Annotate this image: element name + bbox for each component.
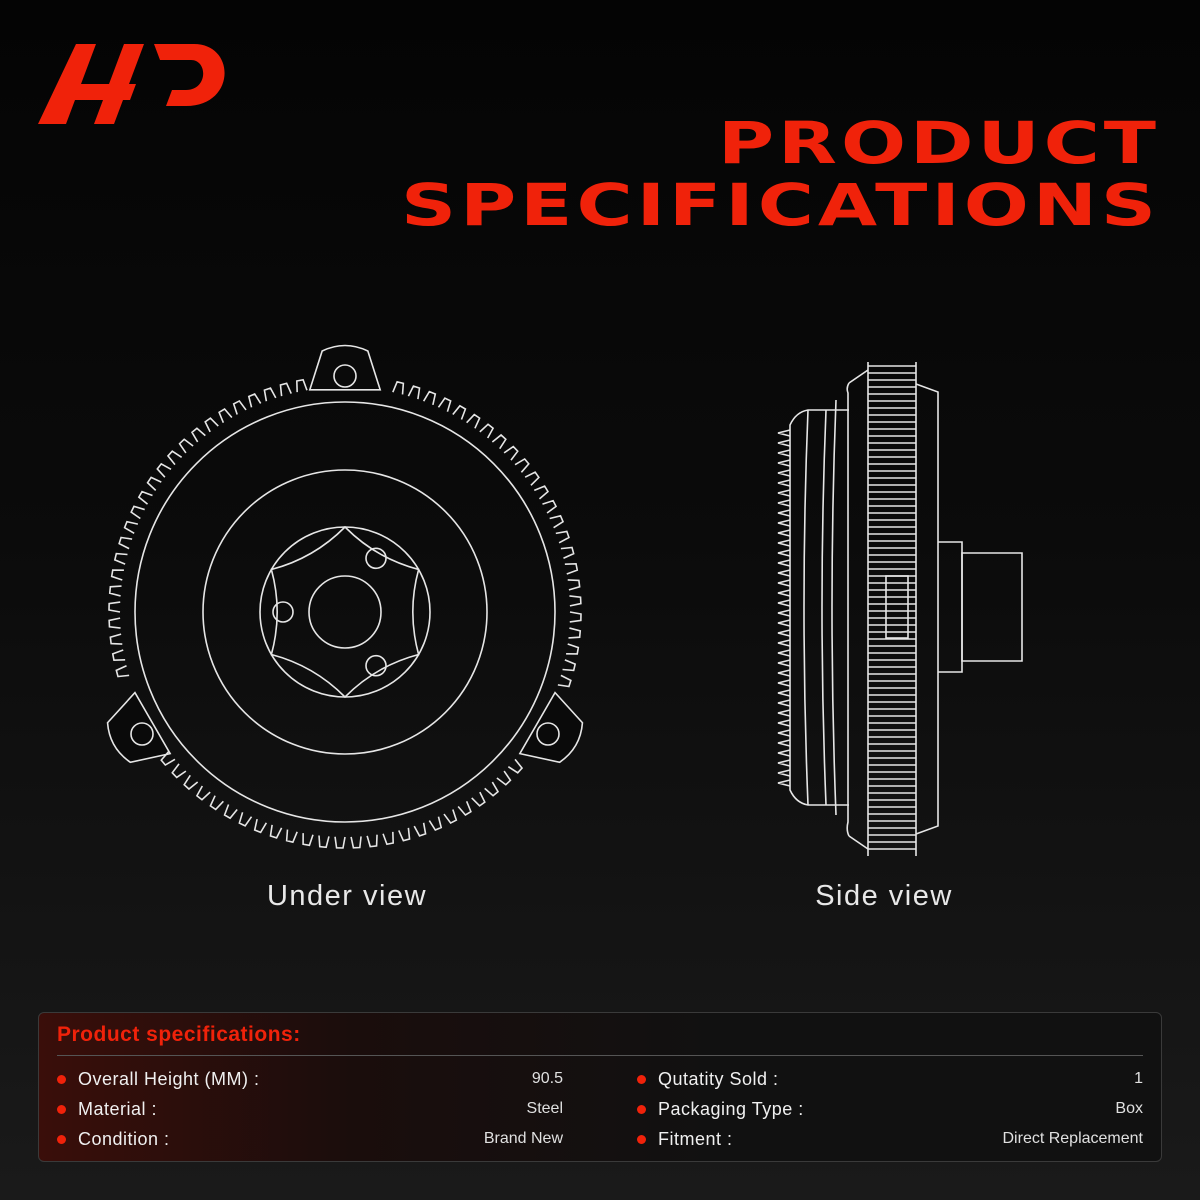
bolt-hole-icon	[365, 654, 387, 677]
spec-label: Packaging Type :	[658, 1098, 804, 1119]
spec-value: Brand New	[483, 1130, 563, 1147]
spec-row-packaging-type: Packaging Type : Box	[637, 1095, 1143, 1123]
ap-logo-icon	[38, 44, 225, 124]
spec-label: Overall Height (MM) :	[78, 1068, 260, 1089]
specifications-panel: Product specifications: Overall Height (…	[38, 1012, 1162, 1162]
flexplate-side-view-icon	[777, 362, 1023, 856]
title-line-1: PRODUCT	[717, 109, 1160, 177]
spec-value: Steel	[526, 1100, 563, 1117]
spec-row-fitment: Fitment : Direct Replacement	[637, 1125, 1143, 1153]
side-view-label: Side view	[815, 880, 953, 912]
spec-value: 90.5	[531, 1070, 563, 1087]
bullet-icon	[637, 1134, 646, 1144]
spec-label: Material :	[78, 1098, 158, 1119]
spec-row-overall-height: Overall Height (MM) : 90.5	[57, 1065, 563, 1093]
spec-row-material: Material : Steel	[57, 1095, 563, 1123]
spec-label: Condition :	[78, 1128, 170, 1149]
spec-row-condition: Condition : Brand New	[57, 1125, 563, 1153]
bolt-hole-icon	[272, 601, 294, 623]
product-drawings	[106, 344, 1023, 856]
title-line-2: SPECIFICATIONS	[401, 171, 1160, 239]
bullet-icon	[57, 1104, 66, 1114]
spec-value: Box	[1115, 1100, 1143, 1117]
spec-value: 1	[1134, 1070, 1143, 1087]
divider	[57, 1055, 1143, 1056]
bullet-icon	[57, 1074, 66, 1084]
spec-row-quantity-sold: Qutatity Sold : 1	[637, 1065, 1143, 1093]
flexplate-under-view-icon	[106, 344, 584, 849]
bullet-icon	[637, 1074, 646, 1084]
bolt-hole-icon	[365, 547, 387, 570]
spec-value: Direct Replacement	[1002, 1130, 1144, 1147]
spec-label: Fitment :	[658, 1128, 733, 1149]
specifications-title: Product specifications:	[57, 1023, 301, 1046]
bullet-icon	[637, 1104, 646, 1114]
page-title: PRODUCT SPECIFICATIONS	[401, 112, 1160, 236]
spec-label: Qutatity Sold :	[658, 1068, 779, 1089]
under-view-label: Under view	[266, 880, 428, 912]
bullet-icon	[57, 1134, 66, 1144]
